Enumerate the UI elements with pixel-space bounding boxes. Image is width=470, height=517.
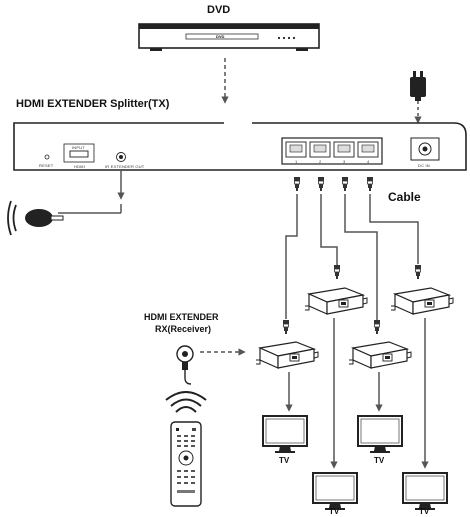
tv-4-label: TV: [419, 507, 430, 516]
tv-3: [357, 415, 403, 454]
rx-to-tv-arrows: [285, 318, 429, 469]
tv-4: [402, 472, 448, 511]
receiver-3: [348, 341, 412, 369]
port-2-label: 2: [319, 159, 322, 164]
ir-receiver: [176, 345, 246, 385]
tx-splitter: [13, 122, 467, 171]
power-adapter: [410, 71, 426, 124]
dc-in-label: DC IN: [418, 163, 430, 168]
reset-label: RESET: [39, 163, 54, 168]
port-1-label: 1: [295, 159, 298, 164]
remote-control: [165, 391, 207, 507]
dvd-player: [138, 23, 320, 51]
hdmi-label: HDMI: [74, 164, 86, 169]
rx-title-line2: RX(Receiver): [155, 324, 212, 334]
receiver-1: [255, 341, 319, 369]
tv-1: [262, 415, 308, 454]
rx-title-line1: HDMI EXTENDER: [144, 312, 219, 322]
ir-out-label: IR EXTENDER OUT: [105, 164, 145, 169]
receiver-4: [390, 287, 454, 315]
dvd-slot-label: DVD: [216, 34, 225, 39]
port-4-label: 4: [367, 159, 370, 164]
port-3-label: 3: [343, 159, 346, 164]
input-label: INPUT: [72, 145, 85, 150]
dvd-title: DVD: [207, 4, 231, 16]
tx-plugs: [293, 176, 374, 192]
cable-lines: [285, 194, 419, 320]
ir-emitter: [7, 200, 64, 236]
tv-3-label: TV: [374, 456, 385, 465]
receiver-2: [304, 287, 368, 315]
cable-label: Cable: [388, 190, 421, 204]
tv-1-label: TV: [279, 456, 290, 465]
ir-out-line: [58, 170, 125, 214]
tx-title: HDMI EXTENDER Splitter(TX): [16, 98, 170, 110]
tv-2-label: TV: [329, 507, 340, 516]
tv-2: [312, 472, 358, 511]
